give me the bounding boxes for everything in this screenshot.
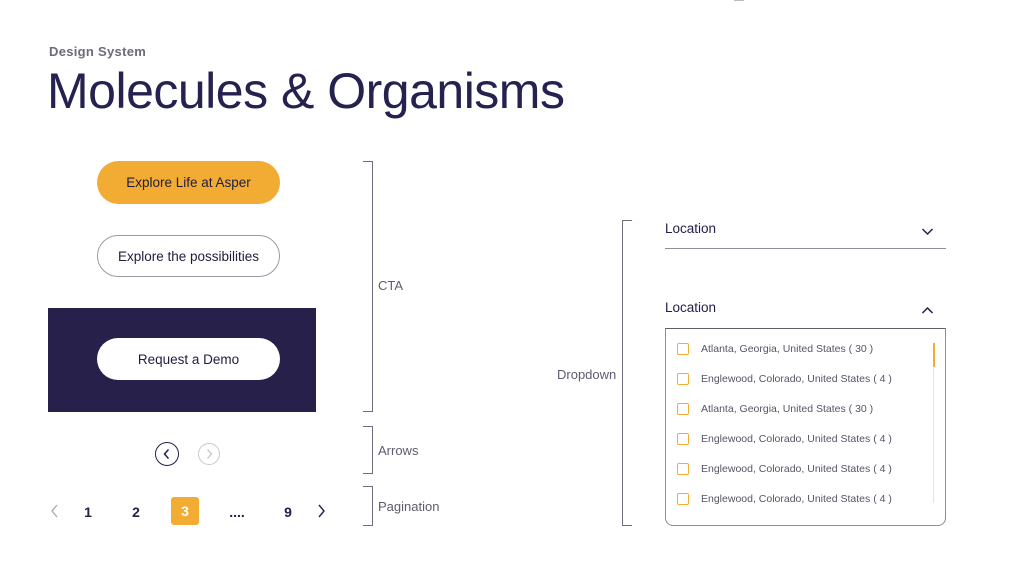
chevron-up-icon: [921, 306, 934, 314]
dropdown-bracket: [622, 220, 632, 526]
checkbox-icon[interactable]: [677, 463, 689, 475]
dropdown-scrollbar-track[interactable]: [933, 343, 934, 503]
page-1[interactable]: 1: [84, 504, 92, 520]
dropdown-option[interactable]: Atlanta, Georgia, United States ( 30 ): [677, 343, 873, 355]
dropdown-option[interactable]: Englewood, Colorado, United States ( 4 ): [677, 433, 892, 445]
checkbox-icon[interactable]: [677, 493, 689, 505]
top-divider-mark: [734, 0, 744, 1]
arrows-bracket: [363, 426, 373, 474]
pagination-section-label: Pagination: [378, 499, 440, 514]
option-label: Englewood, Colorado, United States ( 4 ): [701, 493, 892, 505]
dropdown-section-label: Dropdown: [557, 367, 617, 382]
request-demo-button[interactable]: Request a Demo: [97, 338, 280, 380]
dropdown-closed-label[interactable]: Location: [665, 221, 717, 236]
arrows-section-label: Arrows: [378, 443, 419, 458]
chevron-left-icon: [51, 504, 58, 518]
page-2[interactable]: 2: [132, 504, 140, 520]
page-3-active[interactable]: 3: [171, 497, 199, 525]
checkbox-icon[interactable]: [677, 373, 689, 385]
arrow-next-button[interactable]: [198, 443, 220, 465]
option-label: Atlanta, Georgia, United States ( 30 ): [701, 403, 874, 415]
chevron-left-icon: [163, 449, 170, 459]
pagination-prev-button[interactable]: [50, 504, 60, 523]
explore-life-button[interactable]: Explore Life at Asper: [97, 161, 280, 204]
dropdown-closed-toggle[interactable]: [921, 223, 934, 241]
page-eyebrow: Design System: [49, 44, 147, 59]
dropdown-scrollbar-thumb[interactable]: [933, 343, 935, 367]
page-ellipsis: ....: [229, 504, 245, 520]
pagination-next-button[interactable]: [316, 504, 326, 523]
arrow-prev-button[interactable]: [155, 442, 179, 466]
option-label: Atlanta, Georgia, United States ( 30 ): [701, 343, 874, 355]
page-9[interactable]: 9: [284, 504, 292, 520]
dropdown-options-panel: Atlanta, Georgia, United States ( 30 ) E…: [665, 328, 946, 526]
checkbox-icon[interactable]: [677, 403, 689, 415]
option-label: Englewood, Colorado, United States ( 4 ): [701, 463, 892, 475]
checkbox-icon[interactable]: [677, 433, 689, 445]
cta-section-label: CTA: [378, 278, 404, 293]
dropdown-option[interactable]: Englewood, Colorado, United States ( 4 ): [677, 373, 892, 385]
dropdown-closed-underline: [665, 248, 946, 249]
option-label: Englewood, Colorado, United States ( 4 ): [701, 433, 892, 445]
page-title: Molecules & Organisms: [47, 63, 565, 119]
cta-bracket: [363, 161, 373, 412]
dropdown-option[interactable]: Englewood, Colorado, United States ( 4 ): [677, 493, 892, 505]
chevron-right-icon: [318, 504, 325, 518]
dropdown-option[interactable]: Atlanta, Georgia, United States ( 30 ): [677, 403, 873, 415]
dropdown-option[interactable]: Englewood, Colorado, United States ( 4 ): [677, 463, 892, 475]
explore-possibilities-button[interactable]: Explore the possibilities: [97, 235, 280, 277]
pagination-bracket: [363, 486, 373, 526]
option-label: Englewood, Colorado, United States ( 4 ): [701, 373, 892, 385]
chevron-right-icon: [207, 449, 213, 459]
chevron-down-icon: [921, 228, 934, 236]
dropdown-open-label[interactable]: Location: [665, 300, 717, 315]
dropdown-open-toggle[interactable]: [921, 302, 934, 320]
checkbox-icon[interactable]: [677, 343, 689, 355]
